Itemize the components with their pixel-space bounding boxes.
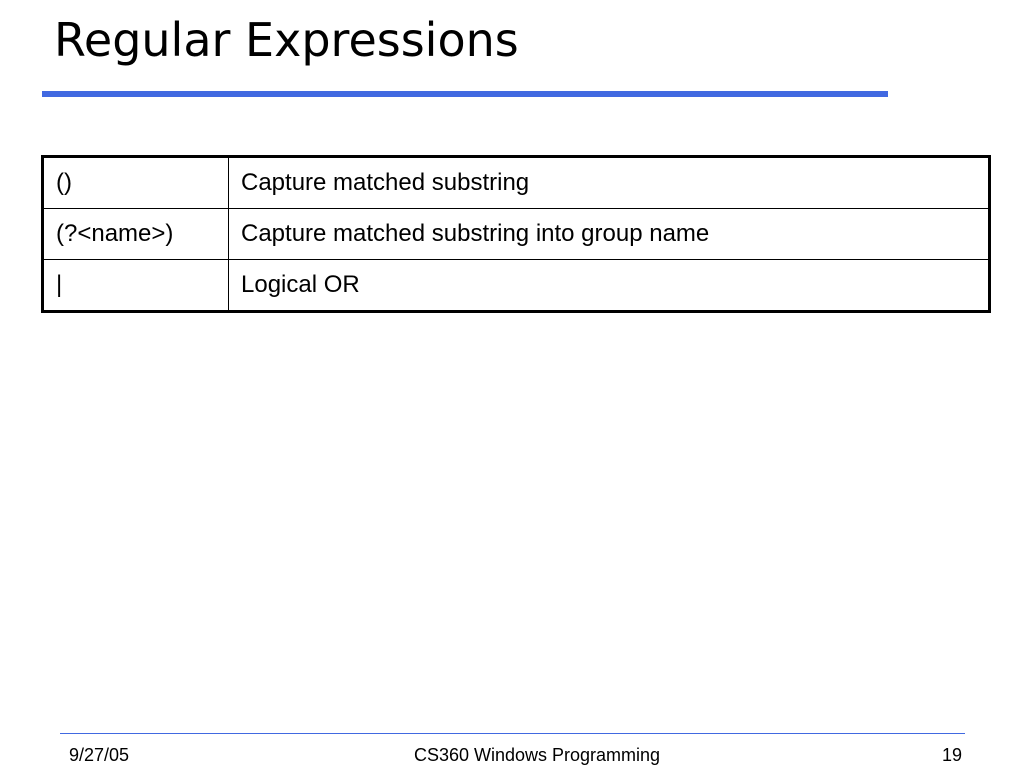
description-cell: Capture matched substring — [228, 156, 990, 209]
syntax-cell: | — [42, 259, 229, 312]
footer-divider — [60, 733, 965, 734]
title-underline — [42, 91, 888, 97]
footer-page-number: 19 — [941, 745, 962, 765]
description-cell: Capture matched substring into group nam… — [228, 208, 990, 260]
regex-syntax-table: () Capture matched substring (?<name>) C… — [41, 155, 991, 313]
table-row: () Capture matched substring — [42, 156, 990, 209]
table-row: (?<name>) Capture matched substring into… — [42, 208, 990, 260]
slide-title: Regular Expressions — [54, 13, 519, 67]
description-cell: Logical OR — [228, 259, 990, 312]
syntax-cell: () — [42, 156, 229, 209]
footer-date: 9/27/05 — [69, 745, 130, 765]
table-row: | Logical OR — [42, 259, 990, 312]
footer-course-title: CS360 Windows Programming — [413, 745, 661, 765]
syntax-cell: (?<name>) — [42, 208, 229, 260]
